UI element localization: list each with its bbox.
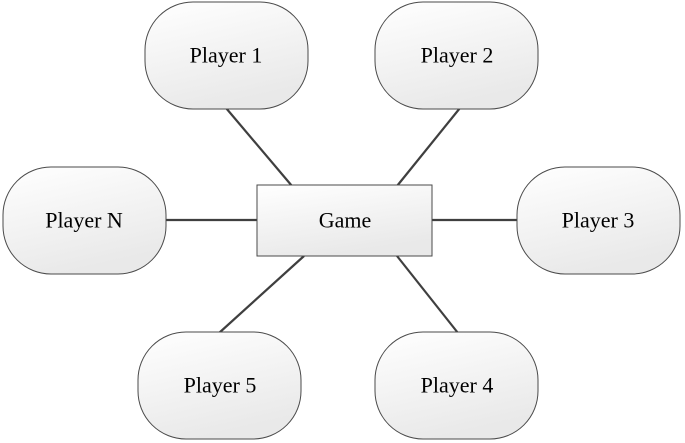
connector-player-5 [218, 255, 305, 334]
player-node-1: Player 1 [144, 1, 309, 110]
game-box [256, 184, 433, 257]
player-1-label: Player 1 [190, 43, 263, 68]
game-node: Game [256, 184, 433, 257]
player-2-box [374, 1, 539, 110]
player-node-2: Player 2 [374, 1, 539, 110]
player-4-box [374, 331, 539, 440]
player-1-box [144, 1, 309, 110]
player-node-5: Player 5 [137, 331, 302, 440]
player-3-label: Player 3 [562, 208, 635, 233]
player-5-label: Player 5 [184, 373, 257, 398]
player-3-box [516, 166, 681, 275]
connector-player-1 [225, 107, 293, 187]
player-2-label: Player 2 [421, 43, 494, 68]
player-node-n: Player N [2, 166, 167, 275]
player-n-label: Player N [45, 208, 123, 233]
game-label: Game [319, 208, 372, 233]
player-5-box [137, 331, 302, 440]
player-node-4: Player 4 [374, 331, 539, 440]
connectors [166, 107, 519, 334]
player-n-box [2, 166, 167, 275]
connector-player-4 [396, 255, 459, 334]
connector-player-2 [396, 107, 461, 187]
player-node-3: Player 3 [516, 166, 681, 275]
player-4-label: Player 4 [421, 373, 494, 398]
